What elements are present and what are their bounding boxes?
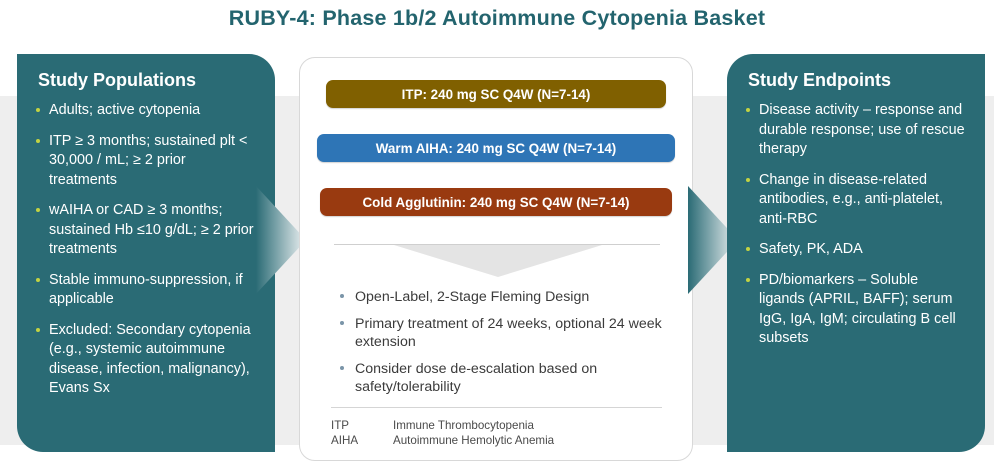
legend-row: ITP Immune Thrombocytopenia xyxy=(331,418,554,433)
bullet-icon xyxy=(746,247,750,251)
funnel-triangle-icon xyxy=(394,245,602,277)
list-item: PD/biomarkers – Soluble ligands (APRIL, … xyxy=(745,271,967,349)
legend-abbreviation: AIHA xyxy=(331,434,359,447)
arrow-right-icon-left xyxy=(256,186,306,294)
list-item-text: Open-Label, 2-Stage Fleming Design xyxy=(355,289,590,305)
list-item: Adults; active cytopenia xyxy=(35,101,257,121)
page-title: RUBY-4: Phase 1b/2 Autoimmune Cytopenia … xyxy=(228,6,766,30)
list-item-text: wAIHA or CAD ≥ 3 months; sustained Hb ≤1… xyxy=(49,202,254,257)
list-item-text: Change in disease-related antibodies, e.… xyxy=(759,171,944,227)
legend-abbreviation: ITP xyxy=(331,419,350,432)
list-item: Safety, PK, ADA xyxy=(745,240,967,260)
legend-row: AIHA Autoimmune Hemolytic Anemia xyxy=(331,433,554,448)
list-item-text: Adults; active cytopenia xyxy=(49,102,201,118)
study-populations-heading: Study Populations xyxy=(38,70,197,90)
study-populations-panel: Study Populations Adults; active cytopen… xyxy=(17,54,275,452)
list-item-text: Excluded: Secondary cytopenia (e.g., sys… xyxy=(49,321,251,397)
list-item-text: Primary treatment of 24 weeks, optional … xyxy=(355,316,662,350)
list-item-text: Stable immuno-suppression, if applicable xyxy=(49,271,243,308)
treatment-arm-itp: ITP: 240 mg SC Q4W (N=7-14) xyxy=(326,80,666,108)
bullet-icon xyxy=(746,108,750,112)
study-populations-list: Adults; active cytopenia ITP ≥ 3 months;… xyxy=(35,101,257,399)
list-item: Change in disease-related antibodies, e.… xyxy=(745,171,967,230)
abbreviation-legend: ITP Immune Thrombocytopenia AIHA Autoimm… xyxy=(331,418,554,448)
divider-line xyxy=(334,244,660,245)
bullet-icon xyxy=(36,208,40,212)
study-endpoints-heading: Study Endpoints xyxy=(748,70,891,90)
list-item: Disease activity – response and durable … xyxy=(745,101,967,160)
list-item-text: Disease activity – response and durable … xyxy=(759,102,965,157)
bullet-icon xyxy=(36,138,40,143)
treatment-arm-label: Warm AIHA: 240 mg SC Q4W (N=7-14) xyxy=(375,140,617,156)
treatment-arm-cold-agglutinin: Cold Agglutinin: 240 mg SC Q4W (N=7-14) xyxy=(320,188,672,216)
legend-definition: Immune Thrombocytopenia xyxy=(393,419,534,432)
legend-divider xyxy=(331,407,662,408)
list-item-text: ITP ≥ 3 months; sustained plt < 30,000 /… xyxy=(49,132,248,188)
bullet-icon xyxy=(340,294,344,298)
list-item: Open-Label, 2-Stage Fleming Design xyxy=(338,288,668,306)
legend-definition: Autoimmune Hemolytic Anemia xyxy=(393,434,555,447)
bullet-icon xyxy=(36,108,40,112)
treatment-arm-label: ITP: 240 mg SC Q4W (N=7-14) xyxy=(401,86,591,102)
arrow-right-icon-right xyxy=(688,186,738,294)
bullet-icon xyxy=(340,321,344,325)
list-item: Excluded: Secondary cytopenia (e.g., sys… xyxy=(35,321,257,399)
study-design-card: ITP: 240 mg SC Q4W (N=7-14) Warm AIHA: 2… xyxy=(299,57,693,461)
study-endpoints-list: Disease activity – response and durable … xyxy=(745,101,967,349)
bullet-icon xyxy=(36,327,40,332)
list-item: Consider dose de-escalation based on saf… xyxy=(338,360,668,396)
bullet-icon xyxy=(746,277,750,282)
study-endpoints-panel: Study Endpoints Disease activity – respo… xyxy=(727,54,985,452)
list-item-text: Safety, PK, ADA xyxy=(759,241,863,257)
list-item: wAIHA or CAD ≥ 3 months; sustained Hb ≤1… xyxy=(35,201,257,260)
funnel-connector xyxy=(316,244,676,282)
bullet-icon xyxy=(746,177,750,182)
bullet-icon xyxy=(340,366,344,370)
design-details-list: Open-Label, 2-Stage Fleming Design Prima… xyxy=(316,288,676,396)
list-item-text: Consider dose de-escalation based on saf… xyxy=(355,361,598,395)
treatment-arm-warm-aiha: Warm AIHA: 240 mg SC Q4W (N=7-14) xyxy=(317,134,675,162)
treatment-arm-label: Cold Agglutinin: 240 mg SC Q4W (N=7-14) xyxy=(362,194,630,210)
list-item: Primary treatment of 24 weeks, optional … xyxy=(338,315,668,351)
bullet-icon xyxy=(36,277,40,282)
list-item-text: PD/biomarkers – Soluble ligands (APRIL, … xyxy=(759,271,956,347)
list-item: Stable immuno-suppression, if applicable xyxy=(35,271,257,310)
list-item: ITP ≥ 3 months; sustained plt < 30,000 /… xyxy=(35,132,257,191)
